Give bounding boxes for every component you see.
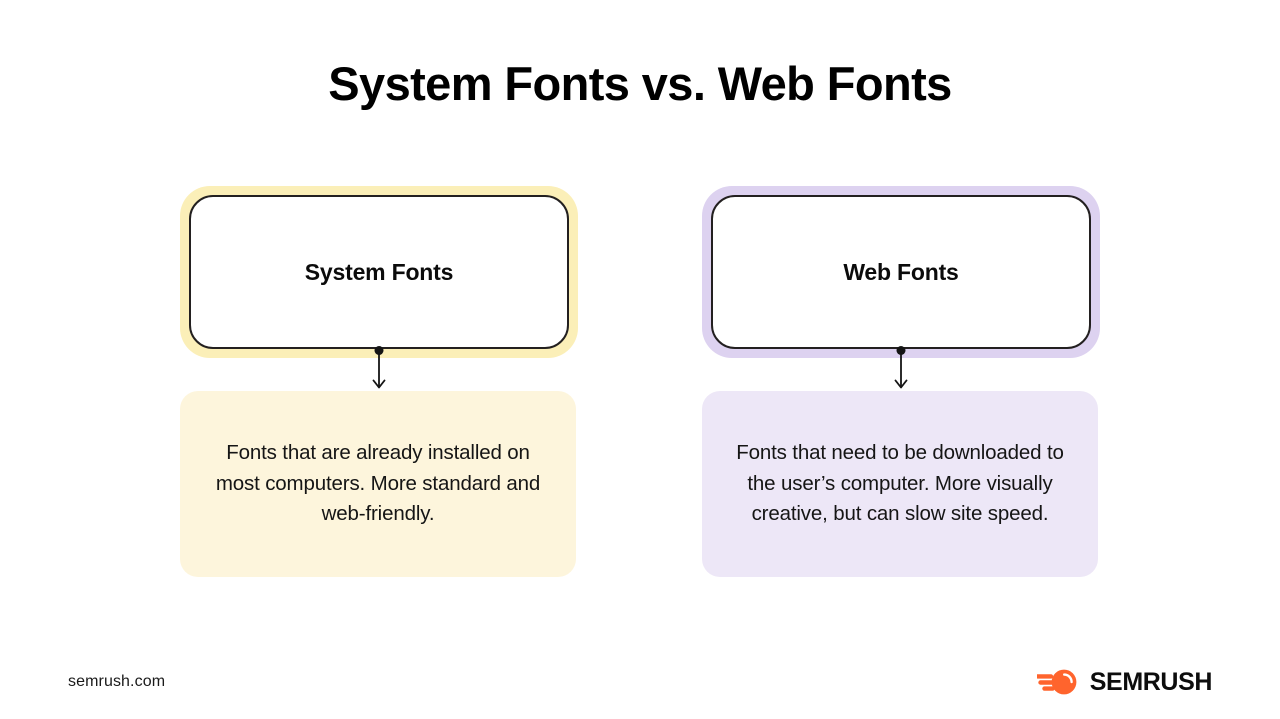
header-card-label: Web Fonts <box>843 258 959 285</box>
description-text: Fonts that need to be downloaded to the … <box>736 440 1064 526</box>
description-text: Fonts that are already installed on most… <box>215 440 541 526</box>
column-system-fonts: System Fonts Fonts that are already inst… <box>180 186 578 577</box>
semrush-wordmark: SEMRUSH <box>1089 667 1213 696</box>
header-card-system-fonts[interactable]: System Fonts <box>180 186 578 358</box>
header-card-label: System Fonts <box>304 258 454 285</box>
semrush-logo[interactable]: SEMRUSH <box>1036 667 1213 696</box>
header-card-web-fonts[interactable]: Web Fonts <box>702 186 1100 358</box>
footer-url[interactable]: semrush.com <box>68 673 166 690</box>
description-panel-system-fonts: Fonts that are already installed on most… <box>180 391 576 577</box>
semrush-comet-icon <box>1036 669 1077 695</box>
page-title: System Fonts vs. Web Fonts <box>328 57 952 110</box>
header-card-body: Web Fonts <box>711 195 1091 349</box>
header-card-body: System Fonts <box>189 195 569 349</box>
column-web-fonts: Web Fonts Fonts that need to be download… <box>702 186 1100 577</box>
description-panel-web-fonts: Fonts that need to be downloaded to the … <box>702 391 1098 577</box>
